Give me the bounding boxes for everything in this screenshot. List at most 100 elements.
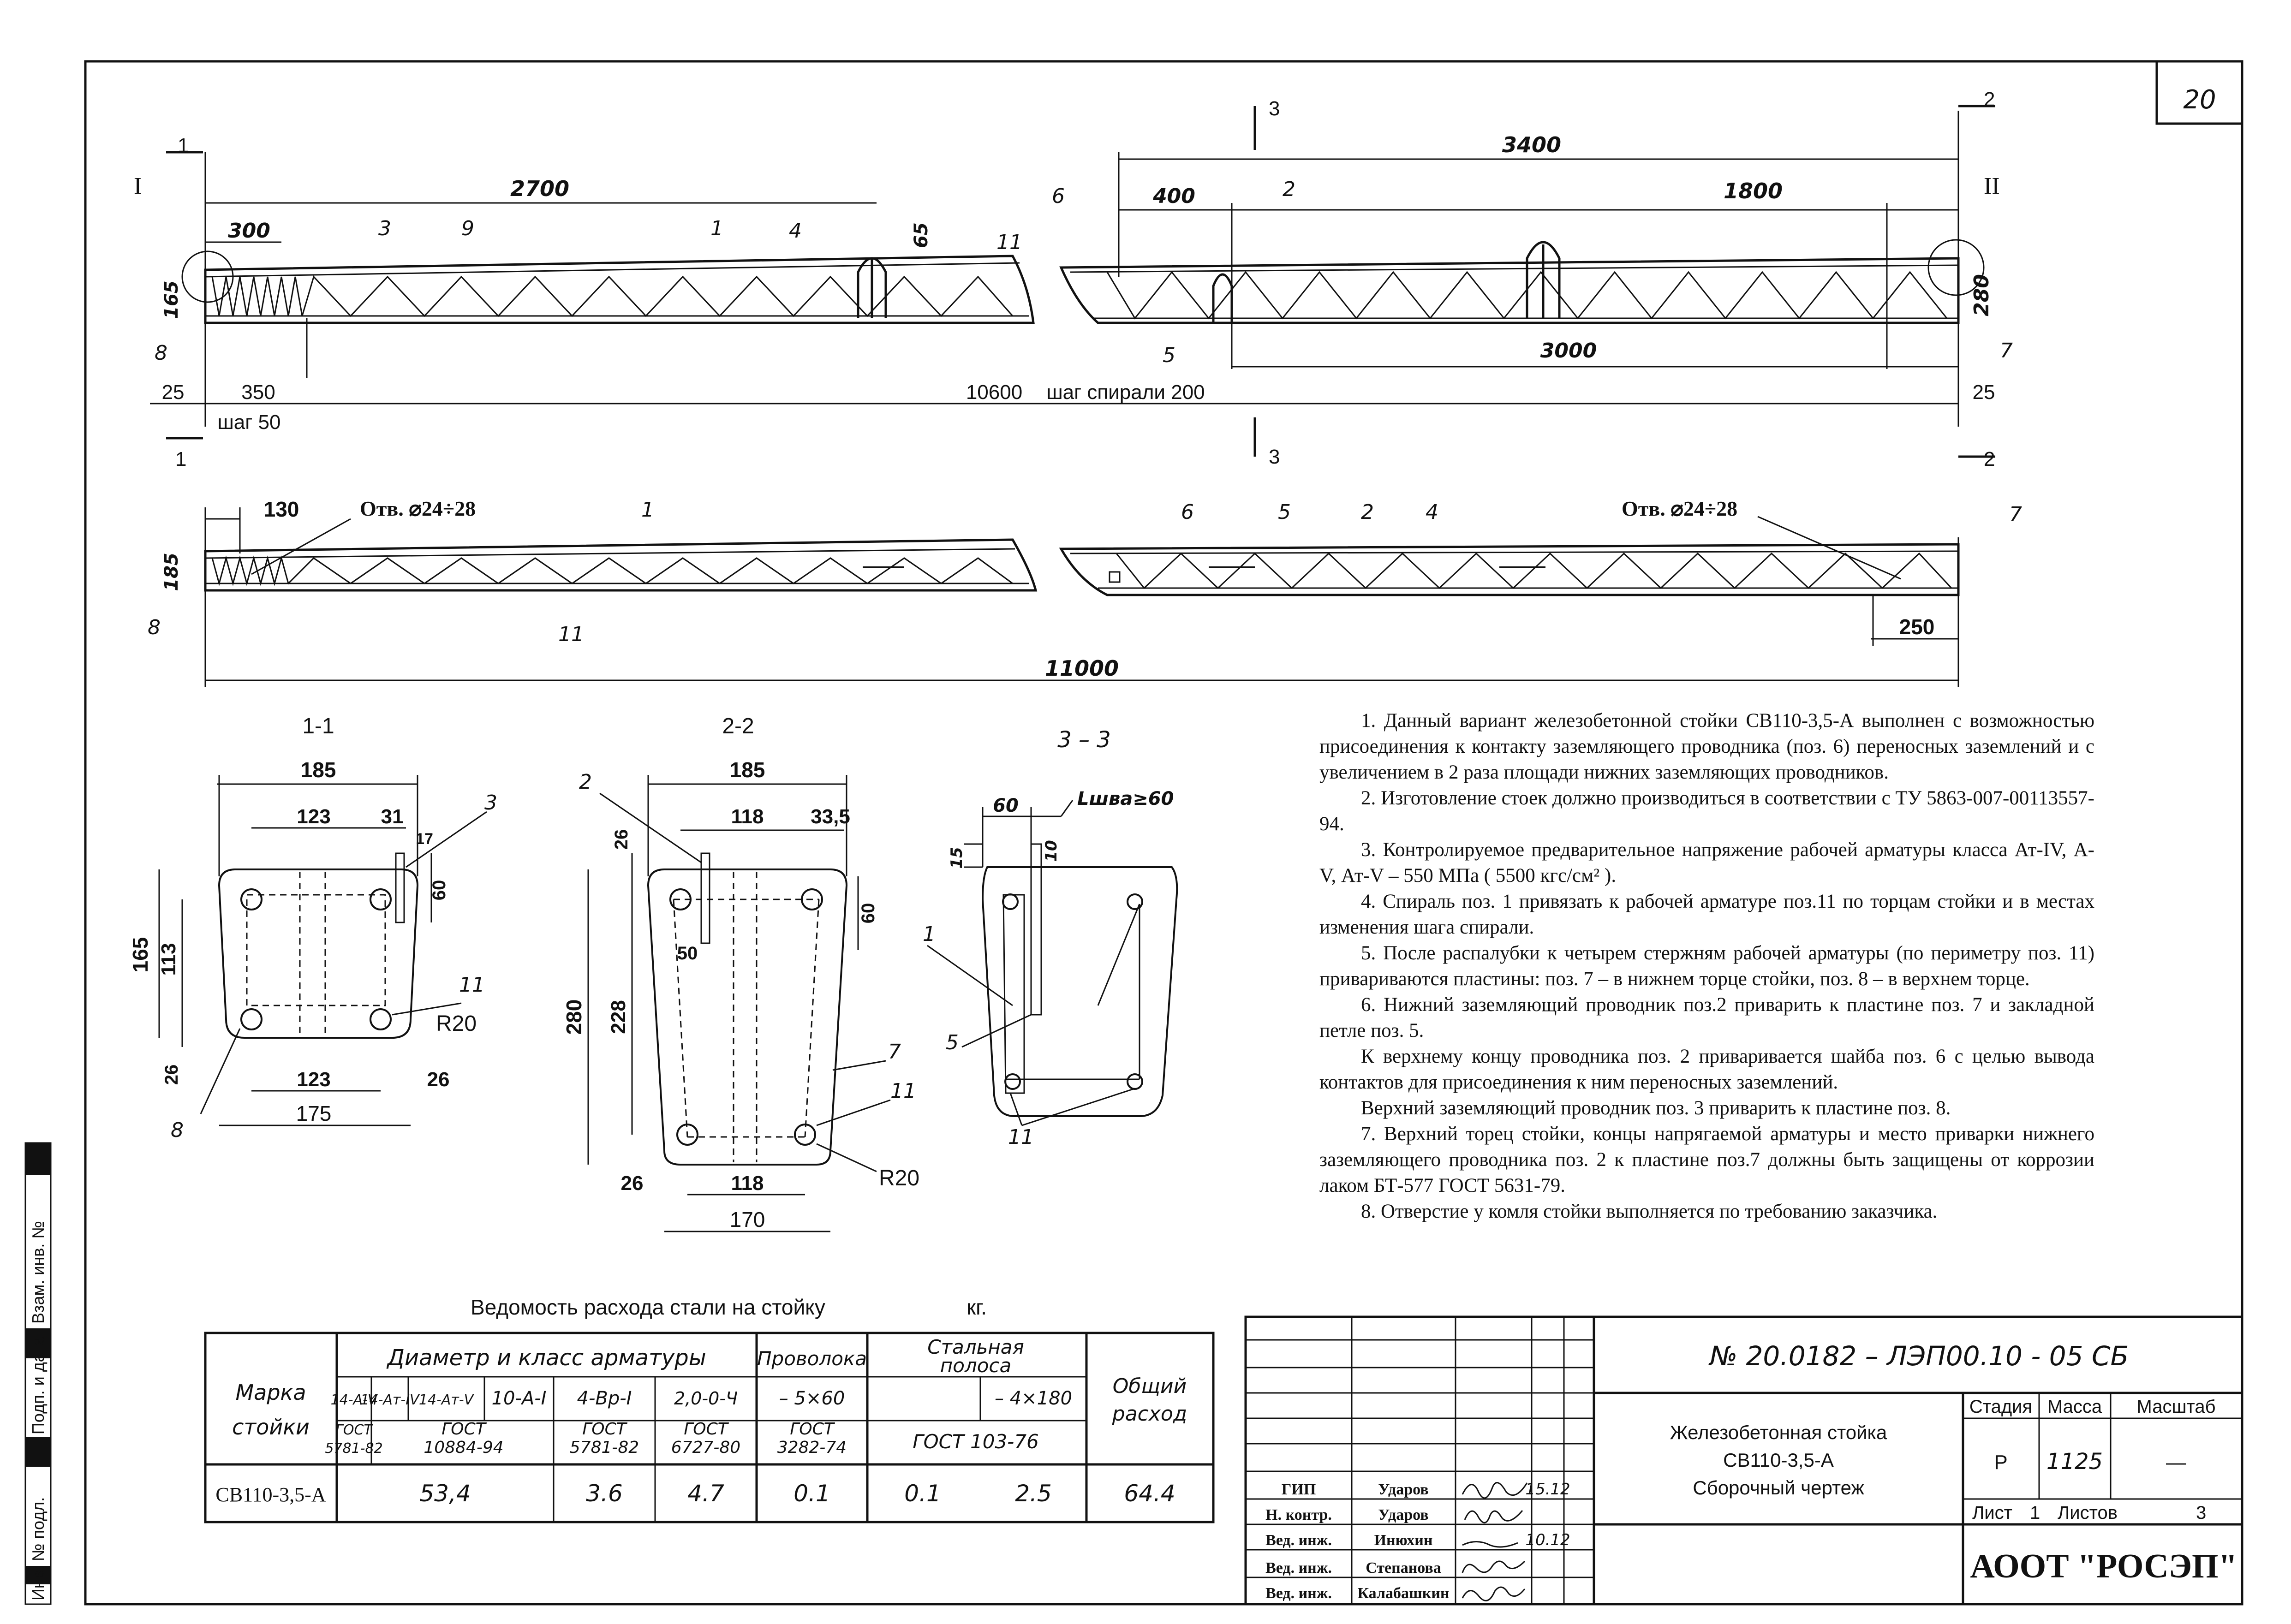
plan-pos: 1 [641, 498, 654, 522]
dim: 60 [993, 795, 1019, 816]
th-sub: 4-Вр-I [577, 1388, 632, 1409]
plan-dim-11000: 11000 [1045, 656, 1119, 681]
dim: 185 [301, 758, 336, 782]
th-gost: ГОСТ [582, 1420, 628, 1439]
td-value: 4.7 [687, 1480, 724, 1507]
radius: R20 [436, 1011, 477, 1036]
drawing-name: Сборочный чертеж [1693, 1477, 1864, 1499]
dim-400: 400 [1152, 184, 1195, 208]
th-sub: 2,0-0-Ч [674, 1388, 738, 1409]
note-paragraph: 8. Отверстие у комля стойки выполняется … [1361, 1201, 1938, 1222]
pos-label: 8 [171, 1118, 184, 1142]
th-gost: 5781-82 [325, 1440, 382, 1457]
dim: 33,5 [811, 805, 850, 828]
th-sub: – 4×180 [995, 1388, 1072, 1409]
dim: 50 [677, 943, 698, 964]
spiral-right [1106, 271, 1948, 320]
pos-label: 11 [890, 1079, 916, 1103]
dim-280: 280 [1970, 274, 1993, 316]
sheet-label: Лист [1972, 1503, 2012, 1523]
pole-outline-right [1059, 257, 1960, 324]
pos-label: 8 [155, 341, 167, 365]
dim: 118 [731, 1172, 764, 1195]
th-mark: стойки [232, 1415, 310, 1440]
plan-dim-185: 185 [161, 553, 182, 591]
dim: 123 [297, 1068, 330, 1091]
pos-label: 4 [789, 219, 802, 243]
plan-dim-130: 130 [264, 497, 299, 521]
person: Калабашкин [1357, 1585, 1449, 1602]
section-mark: 3 [1269, 446, 1280, 468]
td-value: 3.6 [586, 1480, 623, 1507]
td-value: 53,4 [419, 1480, 471, 1507]
th-gost: 10884-94 [424, 1438, 503, 1457]
pos-label: 2 [579, 770, 592, 794]
th-gost: 5781-82 [570, 1438, 639, 1457]
pos-label: 11 [996, 231, 1022, 254]
sheet-value: 1 [2030, 1503, 2040, 1523]
th-sub: 14-Ат-V [419, 1392, 475, 1408]
section-outline [218, 869, 419, 1039]
th-gost: 3282-74 [777, 1438, 847, 1457]
spiral-left [211, 275, 1014, 317]
th-mass: Масса [2047, 1397, 2102, 1417]
th-total: Общий [1113, 1374, 1187, 1398]
role: Вед. инж. [1265, 1585, 1332, 1602]
person: Ударов [1378, 1506, 1428, 1523]
plan-spiral-left [211, 555, 1013, 586]
signatures [1462, 1482, 1528, 1601]
section-mark: 2 [1984, 88, 1995, 111]
radius: R20 [879, 1166, 919, 1190]
drawing-name: Железобетонная стойка [1670, 1422, 1887, 1443]
section-outline [647, 869, 848, 1166]
section-title: 3 – 3 [1057, 727, 1111, 753]
margin-stamp-text: Инв. № подл. [29, 1497, 48, 1600]
date: 15.12 [1525, 1480, 1570, 1499]
note-paragraph: 4. Спираль поз. 1 привязать к рабочей ар… [1319, 891, 2094, 938]
plan-pos: 11 [558, 623, 584, 646]
person: Ударов [1378, 1481, 1428, 1498]
doc-code: № 20.0182 – ЛЭП00.10 - 05 СБ [1708, 1340, 2129, 1372]
washer-pos6 [1109, 571, 1121, 583]
th-diameter: Диаметр и класс арматуры [386, 1345, 706, 1371]
th-sub: – 5×60 [779, 1388, 845, 1409]
plan-labels: 130 185 250 11000 Отв. ⌀24÷28 Отв. ⌀24÷2… [148, 497, 2022, 681]
plan-view [204, 507, 1960, 687]
dim: 228 [607, 1000, 630, 1034]
th-scale: Масштаб [2136, 1397, 2215, 1417]
plan-hole-right: Отв. ⌀24÷28 [1622, 497, 1737, 520]
dim-2700: 2700 [510, 176, 569, 201]
plan-pos: 6 [1181, 500, 1194, 524]
plan-pos: 7 [2009, 503, 2022, 526]
dim-65: 65 [911, 222, 932, 248]
company-name: АООТ "РОСЭП" [1970, 1547, 2237, 1585]
sheets-label: Листов [2058, 1503, 2118, 1523]
th-sub: 14-А-V [331, 1392, 378, 1408]
dim: 113 [157, 943, 180, 976]
role: Вед. инж. [1265, 1532, 1332, 1549]
dim: 26 [161, 1065, 182, 1085]
node-circle-2 [1927, 239, 1985, 296]
plan-outline-left [204, 538, 1038, 592]
pos-label: 1 [710, 217, 723, 240]
th-gost: ГОСТ [684, 1420, 729, 1439]
dim-1800: 1800 [1724, 178, 1783, 203]
th-gost: ГОСТ 103-76 [913, 1430, 1039, 1453]
person: Степанова [1366, 1559, 1441, 1576]
td-value: 0.1 [793, 1480, 830, 1507]
dim-300: 300 [228, 219, 270, 243]
th-gost: ГОСТ [441, 1420, 487, 1439]
section-mark: 1 [175, 448, 186, 470]
plan-spiral-right [1116, 552, 1952, 589]
dim: 60 [429, 880, 449, 901]
stage-value: Р [1994, 1451, 2007, 1474]
note-paragraph: К верхнему концу проводника поз. 2 прива… [1319, 1046, 2094, 1093]
pos-label: 9 [461, 217, 474, 240]
pos-label: 7 [2000, 339, 2013, 363]
steel-table: Ведомость расхода стали на стойку кг. Ма… [204, 1295, 1215, 1523]
margin-stamp-text: Подп. и дата [29, 1336, 48, 1434]
role: ГИП [1282, 1481, 1316, 1498]
sheets-value: 3 [2196, 1503, 2206, 1523]
sheet-frame [84, 60, 2243, 1606]
plan-hole-left: Отв. ⌀24÷28 [360, 497, 476, 520]
